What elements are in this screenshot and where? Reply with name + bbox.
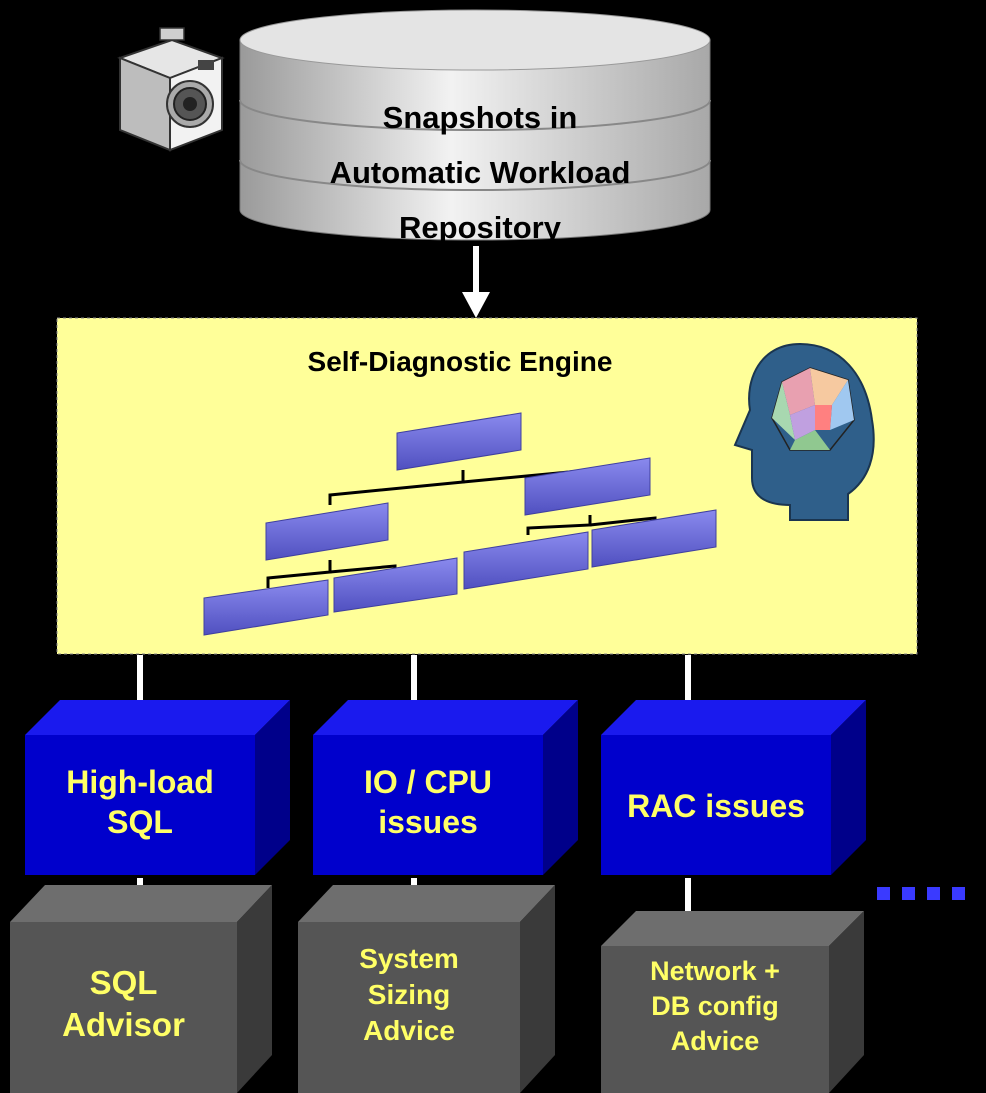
- repository-cylinder: [239, 9, 711, 241]
- issue-label-high-load-sql: High-load SQL: [25, 762, 255, 842]
- advice-label-line: Advice: [670, 1026, 760, 1056]
- issue-box-io-cpu: [313, 700, 578, 875]
- hierarchy-node: [265, 502, 389, 561]
- advice-label-line: SQL: [89, 964, 158, 1001]
- issue-box-rac: [601, 700, 866, 875]
- issue-box-high-load-sql: [25, 700, 290, 875]
- hierarchy-node: [333, 557, 458, 613]
- advice-label-line: Advice: [363, 1015, 455, 1046]
- advice-box-sql-advisor: [10, 885, 272, 1093]
- repository-label-line: Automatic Workload: [329, 155, 631, 190]
- repository-label: Snapshots in Automatic Workload Reposito…: [270, 90, 690, 255]
- engine-title: Self-Diagnostic Engine: [307, 346, 613, 377]
- advice-label-line: Network +: [650, 956, 780, 986]
- issue-label-rac: RAC issues: [601, 786, 831, 826]
- advice-label-line: Advisor: [62, 1006, 185, 1043]
- issue-label-io-cpu: IO / CPU issues: [313, 762, 543, 842]
- advice-label-network-config: Network + DB config Advice: [601, 954, 829, 1059]
- advice-label-sql-advisor: SQL Advisor: [10, 962, 237, 1046]
- issue-label-line: issues: [378, 804, 478, 840]
- advice-label-system-sizing: System Sizing Advice: [298, 941, 520, 1049]
- hierarchy-chart: [203, 412, 717, 636]
- repository-label-line: Repository: [399, 210, 561, 245]
- continuation-dots: [877, 887, 965, 900]
- arrow-repo-to-engine: [462, 246, 490, 318]
- advice-box-system-sizing: [298, 885, 555, 1093]
- hierarchy-node: [591, 509, 717, 568]
- repository-label-line: Snapshots in: [382, 100, 578, 135]
- issue-label-line: IO / CPU: [363, 764, 492, 800]
- hierarchy-node: [524, 457, 651, 516]
- hierarchy-node: [203, 579, 329, 636]
- thinking-head-icon: [733, 342, 875, 521]
- advice-label-line: Sizing: [367, 979, 451, 1010]
- hierarchy-node: [463, 531, 589, 590]
- advice-label-line: System: [359, 943, 459, 974]
- issue-label-line: RAC issues: [627, 788, 805, 824]
- hierarchy-node: [396, 412, 522, 471]
- advice-box-network-config: [601, 911, 864, 1093]
- issue-label-line: SQL: [107, 804, 173, 840]
- advice-label-line: DB config: [651, 991, 779, 1021]
- camera-icon: [117, 27, 225, 152]
- issue-label-line: High-load: [66, 764, 214, 800]
